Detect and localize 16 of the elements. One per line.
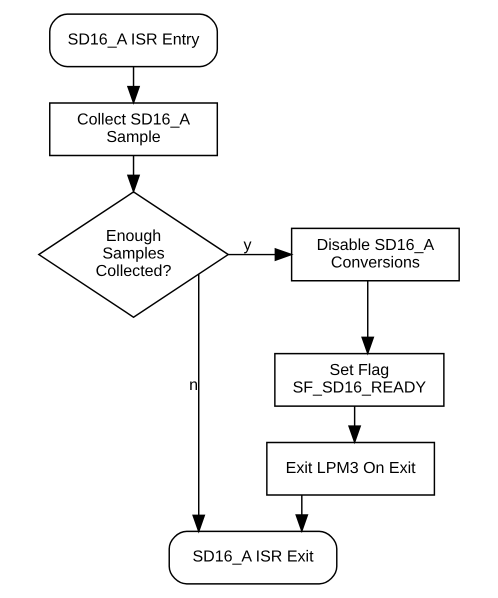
node-box: SD16_A ISR Exit (168, 530, 338, 585)
edge-label: n (189, 376, 198, 394)
node-box: Disable SD16_A Conversions (290, 228, 460, 282)
node-box: Exit LPM3 On Exit (266, 442, 436, 496)
node-box: Set Flag SF_SD16_READY (274, 352, 445, 407)
arrow (228, 248, 294, 262)
arrow (126, 156, 140, 194)
arrow (126, 67, 140, 105)
arrow (295, 495, 308, 534)
node-diamond: Enough Samples Collected? (38, 191, 230, 318)
node-box: Collect SD16_A Sample (49, 102, 218, 156)
arrow (348, 406, 362, 444)
arrow (192, 274, 206, 534)
arrow (361, 281, 374, 356)
node-box: SD16_A ISR Entry (49, 13, 218, 68)
edge-label: y (244, 236, 252, 254)
